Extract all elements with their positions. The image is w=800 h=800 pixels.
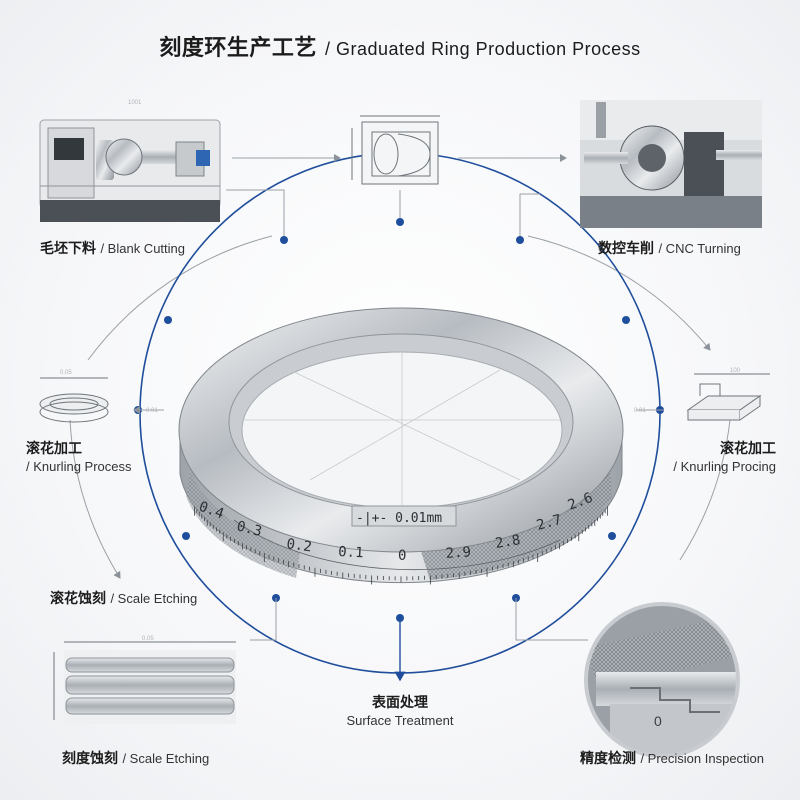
arc-left-mid	[69, 419, 121, 579]
graduated-ring	[178, 307, 624, 585]
step-label-knurl-etching: 滚花蚀刻 / Scale Etching	[50, 591, 198, 607]
lathe-machine-illustration	[39, 119, 221, 222]
node-top-left	[280, 236, 288, 244]
step-label-cnc-turning: 数控车削 / CNC Turning	[598, 241, 741, 257]
svg-text:0.01: 0.01	[146, 408, 158, 414]
svg-text:0.05: 0.05	[142, 636, 154, 642]
knurling-sketch-left	[39, 377, 109, 423]
title-en: / Graduated Ring Production Process	[325, 39, 641, 59]
arc-right-mid	[679, 419, 731, 561]
scale-label: 2.7	[535, 512, 564, 534]
step-label-knurling-left: 滚花加工 / Knurling Process	[26, 441, 132, 474]
svg-text:1001: 1001	[128, 100, 142, 106]
node-right-upper	[622, 316, 630, 324]
title-zh: 刻度环生产工艺	[159, 36, 317, 61]
scale-label: 0.1	[338, 544, 364, 561]
scale-label: 2.8	[494, 532, 521, 552]
svg-text:100: 100	[730, 368, 741, 374]
scale-labels: -|+- 0.01mm 0.4 0.3 0.2 0.1 0 2.9 2.8 2.…	[197, 490, 595, 564]
dimension-marks: 1001 0.05 100 0.05 0.01 0.01	[60, 100, 741, 642]
ring-profile-illustration	[53, 641, 236, 724]
node-right-lower	[608, 532, 616, 540]
step-label-precision-inspection: 精度检测 / Precision Inspection	[580, 751, 765, 767]
page-title: 刻度环生产工艺 / Graduated Ring Production Proc…	[0, 30, 800, 62]
step-label-scale-etching: 刻度蚀刻 / Scale Etching	[62, 751, 210, 767]
step-label-blank-cutting: 毛坯下料 / Blank Cutting	[40, 241, 185, 257]
step-label-knurling-right: 滚花加工 / Knurling Procing	[673, 441, 776, 474]
svg-text:0: 0	[654, 713, 662, 729]
scale-label: 0	[398, 548, 406, 564]
scale-ticks	[194, 506, 608, 585]
step-label-surface-treatment: 表面处理 Surface Treatment	[346, 695, 454, 728]
arc-right-top	[527, 235, 711, 351]
scale-label: 2.9	[445, 544, 471, 562]
svg-text:0.01: 0.01	[634, 408, 646, 414]
node-bottom	[396, 614, 404, 622]
outer-arcs	[69, 235, 731, 579]
cnc-turning-illustration	[580, 100, 762, 228]
knurling-sketch-right	[686, 373, 770, 421]
arc-left-top	[87, 235, 273, 361]
blank-drawing	[351, 115, 440, 185]
node-left-upper	[164, 316, 172, 324]
node-top	[396, 218, 404, 226]
svg-text:0.05: 0.05	[60, 370, 72, 376]
scale-label: 0.3	[235, 518, 263, 540]
inspection-magnifier: 0	[584, 602, 740, 758]
scale-label: 0.2	[285, 536, 312, 555]
node-left-lower	[182, 532, 190, 540]
node-top-right	[516, 236, 524, 244]
connectors	[133, 154, 664, 641]
band-label: -|+- 0.01mm	[356, 511, 442, 526]
